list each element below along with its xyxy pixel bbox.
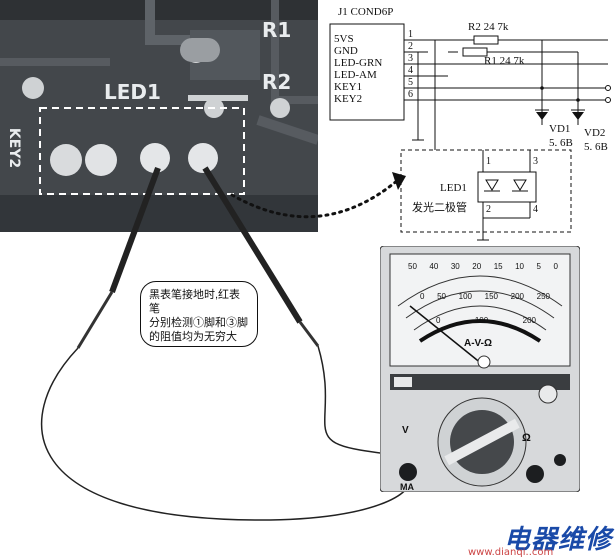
scale-top-7: 0 bbox=[553, 262, 558, 271]
scale-low-1: 100 bbox=[474, 316, 489, 325]
pin-label-1: 5VS bbox=[334, 33, 354, 45]
pcb-label-r1: R1 bbox=[262, 18, 292, 42]
scale-top-3: 20 bbox=[472, 262, 482, 271]
r1-label: R1 24 7k bbox=[484, 55, 525, 67]
meter-scale-mid: 0 50 100 150 200 250 bbox=[420, 292, 550, 301]
meter-label-v: V bbox=[402, 425, 409, 436]
scale-mid-0: 0 bbox=[420, 292, 425, 301]
connector-title: J1 COND6P bbox=[338, 6, 394, 18]
meter-label-avo: A-V-Ω bbox=[464, 338, 493, 349]
watermark-logo: 电器维修 bbox=[503, 525, 612, 555]
meter-scale-low: 0 100 200 bbox=[436, 316, 536, 325]
note-line-3: 的阻值均为无穷大 bbox=[149, 331, 237, 343]
led-pin-4: 4 bbox=[533, 204, 538, 215]
measurement-note: 黑表笔接地时,红表笔 分别检测①脚和③脚 的阻值均为无穷大 bbox=[140, 281, 258, 347]
scale-mid-1: 50 bbox=[437, 292, 446, 301]
watermark-url: www.dianqi..com bbox=[468, 547, 554, 558]
meter-scale-top: 50 40 30 20 15 10 5 0 bbox=[408, 262, 558, 271]
scale-top-4: 15 bbox=[493, 262, 503, 271]
scale-mid-3: 150 bbox=[484, 292, 498, 301]
scale-top-1: 40 bbox=[429, 262, 439, 271]
pcb-label-led1: LED1 bbox=[104, 80, 161, 104]
note-line-1: 黑表笔接地时,红表笔 bbox=[149, 289, 241, 315]
vd2-value: 5. 6B bbox=[584, 141, 608, 153]
scale-mid-2: 100 bbox=[458, 292, 472, 301]
pcb-artwork bbox=[0, 0, 318, 232]
pin-number-5: 5 bbox=[408, 77, 413, 88]
pin-number-1: 1 bbox=[408, 29, 413, 40]
pin-number-4: 4 bbox=[408, 65, 413, 76]
scale-top-2: 30 bbox=[450, 262, 460, 271]
pin-label-6: KEY2 bbox=[334, 93, 363, 105]
led-name: LED1 bbox=[440, 182, 467, 194]
led-pin-2: 2 bbox=[486, 204, 491, 215]
pin-number-6: 6 bbox=[408, 89, 413, 100]
pin-label-3: LED-GRN bbox=[334, 57, 383, 69]
vd1-label: VD1 bbox=[549, 123, 571, 135]
scale-low-0: 0 bbox=[436, 316, 441, 325]
pin-number-3: 3 bbox=[408, 53, 413, 64]
vd1-value: 5. 6B bbox=[549, 137, 573, 149]
pin-label-5: KEY1 bbox=[334, 81, 363, 93]
scale-top-6: 5 bbox=[536, 262, 541, 271]
scale-mid-5: 250 bbox=[536, 292, 550, 301]
led-pin-3: 3 bbox=[533, 156, 538, 167]
scale-low-2: 200 bbox=[522, 316, 536, 325]
note-line-2: 分别检测①脚和③脚 bbox=[149, 317, 248, 329]
scale-mid-4: 200 bbox=[510, 292, 524, 301]
multimeter bbox=[380, 246, 580, 492]
led-pin-1: 1 bbox=[486, 156, 491, 167]
scale-top-0: 50 bbox=[408, 262, 417, 271]
vd2-label: VD2 bbox=[584, 127, 606, 139]
led-description: 发光二极管 bbox=[412, 201, 467, 214]
pin-label-4: LED-AM bbox=[334, 69, 377, 81]
r2-label: R2 24 7k bbox=[468, 21, 509, 33]
scale-top-5: 10 bbox=[515, 262, 525, 271]
meter-label-ohm: Ω bbox=[522, 432, 531, 444]
meter-label-ma: MA bbox=[400, 482, 414, 492]
schematic-diagram bbox=[329, 23, 611, 241]
pcb-label-r2: R2 bbox=[262, 70, 292, 94]
pcb-photo: R1 R2 LED1 KEY2 bbox=[0, 0, 318, 232]
pin-label-2: GND bbox=[334, 45, 358, 57]
pin-number-2: 2 bbox=[408, 41, 413, 52]
